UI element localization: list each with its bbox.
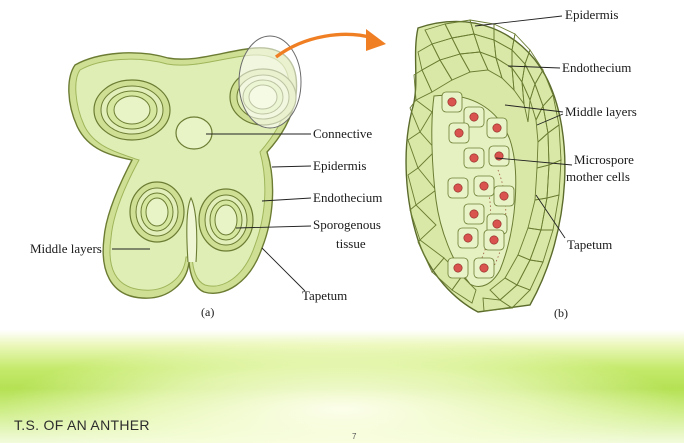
- mother-cell-nucleus: [469, 153, 479, 163]
- mother-cell-nucleus: [492, 123, 502, 133]
- footer-glow: [0, 330, 684, 443]
- tissue-cell: [482, 297, 514, 312]
- tissue-cell: [489, 277, 518, 301]
- mother-cell-nucleus: [463, 233, 473, 243]
- label-tapetum-a: Tapetum: [302, 288, 347, 303]
- panel-a-labels: Connective Epidermis Endothecium Sporoge…: [30, 126, 382, 319]
- tissue-cell: [451, 275, 477, 304]
- panel-b-labels: Epidermis Endothecium Middle layers Micr…: [554, 7, 637, 320]
- mother-cell-nucleus: [479, 263, 489, 273]
- label-middle-layers-b: Middle layers: [565, 104, 637, 119]
- label-mother-cells: mother cells: [566, 169, 630, 184]
- label-sporogenous-tissue: tissue: [336, 236, 366, 251]
- label-connective: Connective: [313, 126, 372, 141]
- label-epidermis-a: Epidermis: [313, 158, 366, 173]
- label-epidermis-b: Epidermis: [565, 7, 618, 22]
- panel-a-leaders: [112, 133, 312, 292]
- label-microspore: Microspore: [574, 152, 634, 167]
- mother-cell-nucleus: [489, 235, 499, 245]
- microspore-mother-cells: [441, 91, 515, 279]
- label-middle-layers-a: Middle layers: [30, 241, 102, 256]
- mother-cell-nucleus: [454, 128, 464, 138]
- panel-b-leaders: [474, 15, 573, 239]
- tissue-cell: [521, 81, 531, 123]
- label-tapetum-b: Tapetum: [567, 237, 612, 252]
- caption-b: (b): [554, 306, 568, 320]
- mother-cell-nucleus: [453, 183, 463, 193]
- caption-a: (a): [201, 305, 214, 319]
- label-sporogenous: Sporogenous: [313, 217, 381, 232]
- mother-cell-nucleus: [492, 219, 502, 229]
- panel-a-anther: [68, 35, 302, 299]
- panel-b-sector: [405, 19, 566, 313]
- mother-cell-nucleus: [469, 112, 479, 122]
- mother-cell-nucleus: [499, 191, 509, 201]
- label-endothecium-a: Endothecium: [313, 190, 382, 205]
- tissue-cell: [409, 204, 437, 241]
- label-endothecium-b: Endothecium: [562, 60, 631, 75]
- cell-grid: [407, 19, 562, 312]
- mother-cell-nucleus: [469, 209, 479, 219]
- slide-title: T.S. OF AN ANTHER: [14, 417, 150, 433]
- magnify-arrow: [274, 29, 386, 59]
- mother-cell-nucleus: [453, 263, 463, 273]
- mother-cell-nucleus: [447, 97, 457, 107]
- page-number: 7: [352, 432, 357, 441]
- mother-cell-nucleus: [479, 181, 489, 191]
